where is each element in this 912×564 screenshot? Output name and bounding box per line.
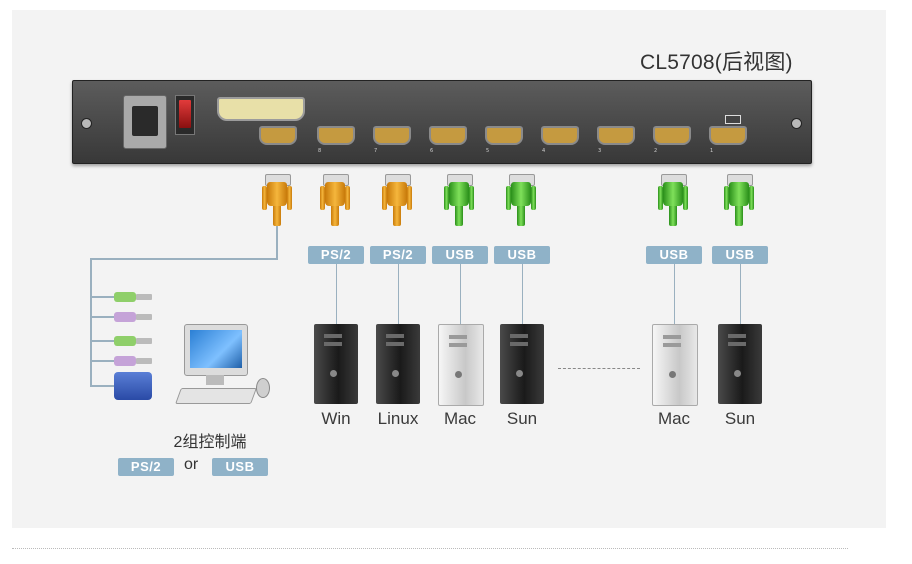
port-number: 6 — [430, 148, 434, 154]
ps2-plug-icon — [320, 174, 350, 236]
port-number: 1 — [710, 148, 714, 154]
interface-badge: PS/2 — [308, 246, 364, 264]
port-number: 4 — [542, 148, 546, 154]
monitor-icon — [184, 324, 248, 376]
console-option-badge: USB — [212, 458, 268, 476]
usb-plug-icon — [506, 174, 536, 236]
console-cable-branch — [90, 385, 114, 387]
console-cable-branch — [90, 360, 114, 362]
console-option-badge: PS/2 — [118, 458, 174, 476]
kvm-port-7-icon — [373, 126, 411, 145]
console-cable-line — [276, 226, 278, 260]
cable-line — [522, 264, 523, 324]
ps2-plug-icon — [382, 174, 412, 236]
interface-badge: USB — [494, 246, 550, 264]
usb-connector-icon — [114, 289, 154, 305]
cable-line — [460, 264, 461, 324]
computer-label: Mac — [657, 409, 691, 428]
computer-label: Linux — [377, 409, 419, 428]
cable-line — [398, 264, 399, 324]
console-label: 2组控制端 — [173, 434, 247, 451]
cable-line — [740, 264, 741, 324]
ps2-mouse-connector-icon — [114, 309, 154, 325]
tower-pc-icon — [314, 324, 358, 404]
console-cable-line — [90, 258, 278, 260]
vga-connector-icon — [114, 372, 152, 400]
power-switch-icon — [175, 95, 195, 135]
kvm-port-3-icon — [597, 126, 635, 145]
tower-pc-icon — [652, 324, 698, 406]
interface-badge: USB — [432, 246, 488, 264]
power-socket-icon — [123, 95, 167, 149]
cable-line — [674, 264, 675, 324]
computer-label: Win — [321, 409, 351, 428]
console-cable-line — [90, 258, 92, 386]
ps2-keyboard-connector-icon — [114, 353, 154, 369]
monitor-stand — [206, 375, 224, 385]
port-number: 5 — [486, 148, 490, 154]
mouse-icon — [256, 378, 270, 398]
bottom-divider — [12, 548, 848, 549]
tower-pc-icon — [438, 324, 484, 406]
computer-label: Mac — [443, 409, 477, 428]
continuation-dotted-line — [558, 368, 640, 369]
screw-icon — [81, 118, 92, 129]
rear-panel: 8 7 6 5 4 3 2 1 — [72, 80, 812, 164]
tower-pc-icon — [376, 324, 420, 404]
ps2-plug-icon — [262, 174, 292, 236]
kvm-port-8-icon — [317, 126, 355, 145]
screw-icon — [791, 118, 802, 129]
diagram-title: CL5708(后视图) — [640, 51, 793, 74]
interface-badge: USB — [712, 246, 768, 264]
or-label: or — [184, 456, 199, 473]
port-number: 2 — [654, 148, 658, 154]
console-port-icon — [259, 126, 297, 145]
computer-label: Sun — [724, 409, 756, 428]
tower-pc-icon — [718, 324, 762, 404]
console-cable-branch — [90, 296, 114, 298]
usb-plug-icon — [658, 174, 688, 236]
usb-plug-icon — [724, 174, 754, 236]
kvm-port-5-icon — [485, 126, 523, 145]
console-cable-branch — [90, 316, 114, 318]
interface-badge: USB — [646, 246, 702, 264]
db25-port-icon — [217, 97, 305, 121]
kvm-port-4-icon — [541, 126, 579, 145]
interface-badge: PS/2 — [370, 246, 426, 264]
computer-label: Sun — [506, 409, 538, 428]
kvm-port-1-icon — [709, 126, 747, 145]
console-cable-branch — [90, 340, 114, 342]
kvm-port-6-icon — [429, 126, 467, 145]
cable-line — [336, 264, 337, 324]
port-number: 3 — [598, 148, 602, 154]
usb-plug-icon — [444, 174, 474, 236]
keyboard-icon — [175, 388, 257, 404]
port-number: 8 — [318, 148, 322, 154]
usb-port-icon — [725, 115, 741, 124]
kvm-port-2-icon — [653, 126, 691, 145]
port-number: 7 — [374, 148, 378, 154]
tower-pc-icon — [500, 324, 544, 404]
audio-connector-icon — [114, 333, 154, 349]
